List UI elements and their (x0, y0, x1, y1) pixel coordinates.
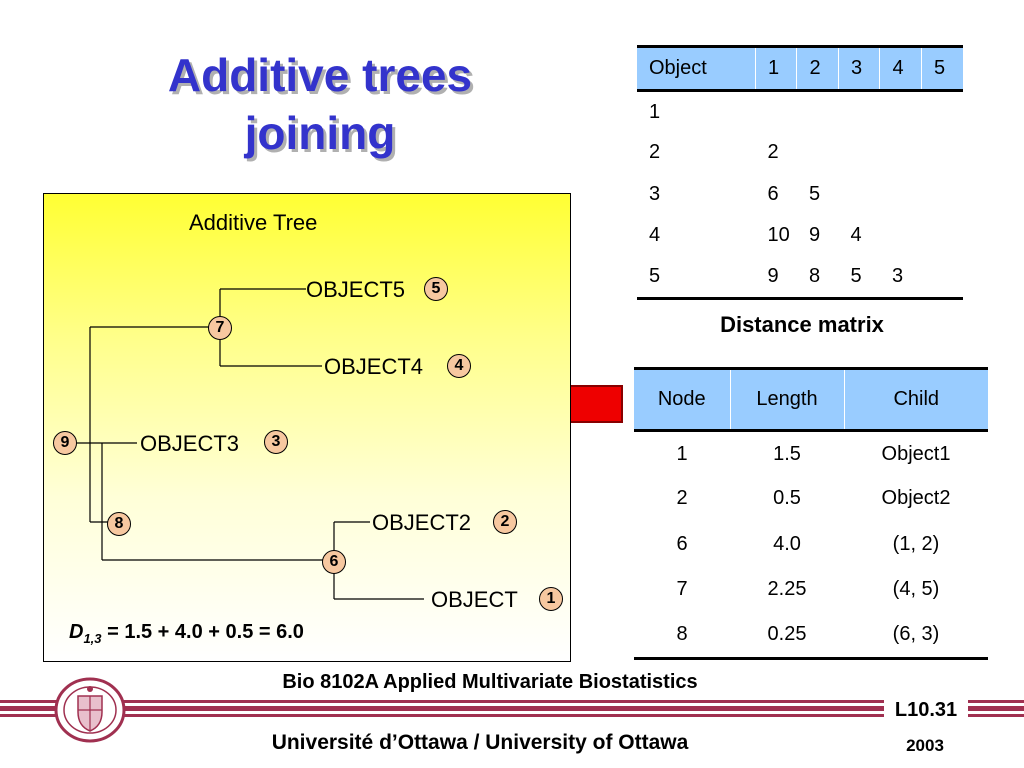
table-cell: 4.0 (773, 532, 801, 555)
table-row: 1 1.5 Object1 (634, 431, 988, 477)
slide-title: Additive trees joining (90, 46, 550, 162)
additive-tree-panel: Additive Tree OBJECT5 OBJECT4 OBJECT3 OB… (43, 193, 571, 662)
table-row: 2 2 (637, 132, 963, 174)
table-row: 2 0.5 Object2 (634, 476, 988, 522)
table-cell: (6, 3) (844, 612, 988, 660)
distance-matrix-table: Object 1 2 3 4 5 1 2 2 3 6 5 (637, 45, 963, 300)
table-cell (921, 174, 963, 216)
table-cell (755, 91, 797, 133)
course-title: Bio 8102A Applied Multivariate Biostatis… (282, 671, 698, 693)
distance-header-5: 5 (920, 45, 963, 92)
formula-d: D (69, 621, 84, 643)
node-length-table: Node Length Child 1 1.5 Object1 2 0.5 Ob… (634, 367, 988, 660)
node-badge-2: 2 (493, 510, 517, 534)
table-cell (797, 91, 839, 133)
table-row: 1 (637, 91, 963, 133)
table-cell (880, 215, 922, 257)
table-cell: 6 (767, 182, 779, 205)
table-cell: Object1 (881, 442, 951, 465)
table-cell (921, 132, 963, 174)
table-cell (797, 132, 839, 174)
table-cell (921, 256, 963, 300)
tree-title: Additive Tree (189, 210, 318, 235)
table-cell: 0.5 (773, 487, 801, 510)
university-seal-icon (54, 677, 126, 743)
table-row: 4 10 9 4 (637, 215, 963, 257)
table-cell: 6 (676, 532, 688, 555)
table-row: 8 0.25 (6, 3) (634, 612, 988, 660)
table-cell: (4, 5) (892, 578, 940, 601)
leaf-label-object1: OBJECT (431, 587, 518, 612)
lecture-number: L10.31 (884, 699, 968, 721)
table-cell: 5 (637, 256, 756, 300)
table-cell: 1 (676, 442, 688, 465)
formula-expression: = 1.5 + 4.0 + 0.5 = 6.0 (101, 621, 304, 643)
table-cell: 8 (634, 612, 730, 660)
table-cell: 1.5 (773, 442, 801, 465)
title-line-2: joining (244, 107, 396, 159)
table-cell: 5 (838, 256, 880, 300)
table-cell: 3 (879, 256, 922, 300)
table-cell: (1, 2) (892, 532, 940, 555)
table-cell: 9 (755, 256, 797, 300)
node-badge-6: 6 (322, 550, 346, 574)
node-badge-9: 9 (53, 431, 77, 455)
node-header-length: Length (729, 367, 844, 432)
leaf-label-object2: OBJECT2 (372, 510, 472, 535)
table-cell (880, 174, 922, 216)
table-row: 5 9 8 5 3 (637, 256, 963, 300)
table-cell: 4 (649, 224, 661, 247)
distance-header-2: 2 (796, 45, 839, 92)
university-name: Université d’Ottawa / University of Otta… (271, 731, 689, 754)
table-cell (921, 215, 963, 257)
node-header-child: Child (843, 367, 988, 432)
node-header-row: Node Length Child (634, 367, 988, 432)
distance-matrix-caption: Distance matrix (720, 312, 884, 337)
leaf-label-object3: OBJECT3 (140, 431, 240, 456)
node-badge-7: 7 (208, 316, 232, 340)
distance-formula: D1,3 = 1.5 + 4.0 + 0.5 = 6.0 (69, 621, 304, 646)
leaf-label-object4: OBJECT4 (324, 354, 424, 379)
distance-header-1: 1 (754, 45, 797, 92)
formula-subscript: 1,3 (83, 631, 102, 646)
table-cell (921, 91, 963, 133)
table-cell: 4 (850, 224, 862, 247)
table-cell: 10 (767, 224, 790, 247)
table-cell: 2 (767, 141, 779, 164)
node-badge-5: 5 (424, 277, 448, 301)
distance-header-object: Object (637, 45, 756, 92)
tree-branches (77, 288, 424, 600)
table-cell: 2.25 (767, 578, 807, 601)
slide-year: 2003 (906, 736, 944, 755)
table-cell: 1 (649, 100, 661, 123)
table-cell: 5 (808, 182, 821, 205)
node-badge-8: 8 (107, 512, 131, 536)
table-cell: 9 (808, 224, 821, 247)
distance-header-4: 4 (879, 45, 922, 92)
table-cell: 2 (649, 141, 661, 164)
table-cell (880, 132, 922, 174)
table-cell: 3 (649, 182, 661, 205)
distance-header-row: Object 1 2 3 4 5 (637, 45, 963, 92)
node-badge-4: 4 (447, 354, 471, 378)
table-cell (880, 91, 922, 133)
node-header-node: Node (634, 367, 730, 432)
table-row: 3 6 5 (637, 174, 963, 216)
table-cell (838, 132, 880, 174)
table-cell: 7 (676, 578, 688, 601)
leaf-label-object5: OBJECT5 (306, 277, 406, 302)
node-badge-1: 1 (539, 587, 563, 611)
node-badge-3: 3 (264, 430, 288, 454)
footer-divider (0, 700, 1024, 717)
table-cell (838, 91, 880, 133)
table-row: 6 4.0 (1, 2) (634, 522, 988, 568)
table-cell (838, 174, 880, 216)
table-cell: 8 (796, 256, 839, 300)
table-cell: 0.25 (730, 612, 844, 660)
distance-header-3: 3 (837, 45, 880, 92)
table-row: 7 2.25 (4, 5) (634, 567, 988, 613)
title-line-1: Additive trees (167, 49, 473, 101)
table-cell: Object2 (881, 487, 951, 510)
table-cell: 2 (676, 487, 688, 510)
